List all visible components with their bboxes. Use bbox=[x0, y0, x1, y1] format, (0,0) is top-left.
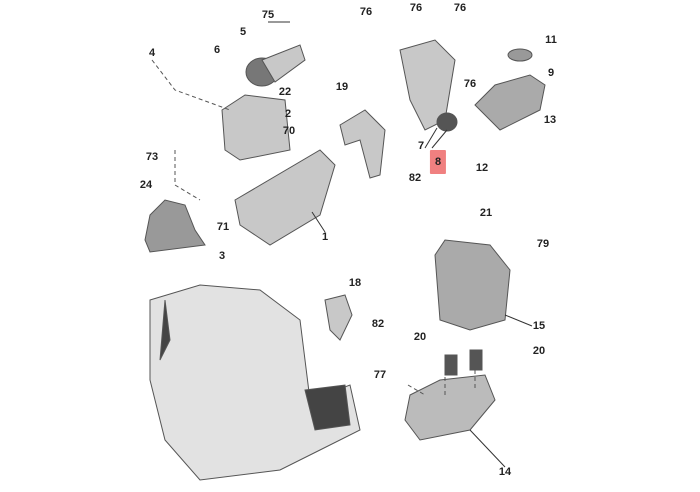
part-9-mount bbox=[474, 74, 546, 131]
part-14-bracket bbox=[404, 374, 496, 441]
callout-1[interactable]: 1 bbox=[321, 231, 329, 243]
callout-12[interactable]: 12 bbox=[475, 162, 489, 174]
callout-75[interactable]: 75 bbox=[261, 9, 275, 21]
callout-73[interactable]: 73 bbox=[145, 151, 159, 163]
callout-3[interactable]: 3 bbox=[218, 250, 226, 262]
callout-14[interactable]: 14 bbox=[498, 466, 512, 478]
part-5-arm bbox=[261, 44, 306, 83]
callout-19[interactable]: 19 bbox=[335, 81, 349, 93]
callout-5[interactable]: 5 bbox=[239, 26, 247, 38]
callout-4[interactable]: 4 bbox=[148, 47, 156, 59]
callout-82[interactable]: 82 bbox=[408, 172, 422, 184]
part-11-cap bbox=[507, 48, 533, 62]
callout-15[interactable]: 15 bbox=[532, 320, 546, 332]
callout-20[interactable]: 20 bbox=[413, 331, 427, 343]
callout-22[interactable]: 22 bbox=[278, 86, 292, 98]
callout-76[interactable]: 76 bbox=[463, 78, 477, 90]
callout-76[interactable]: 76 bbox=[409, 2, 423, 14]
part-2-bracket bbox=[221, 94, 291, 161]
engine-assembly bbox=[149, 284, 361, 481]
callout-24[interactable]: 24 bbox=[139, 179, 153, 191]
callout-7[interactable]: 7 bbox=[417, 140, 425, 152]
part-20b-pad bbox=[469, 349, 483, 371]
part-1-crossmember bbox=[234, 149, 336, 246]
part-8-bushing bbox=[436, 112, 458, 132]
callout-9[interactable]: 9 bbox=[547, 67, 555, 79]
callout-11[interactable]: 11 bbox=[545, 34, 557, 46]
part-19-bracket bbox=[339, 109, 386, 179]
callout-21[interactable]: 21 bbox=[479, 207, 493, 219]
callout-76[interactable]: 76 bbox=[453, 2, 467, 14]
callout-77[interactable]: 77 bbox=[373, 369, 387, 381]
callout-8-highlighted[interactable]: 8 bbox=[429, 150, 447, 174]
callout-71[interactable]: 71 bbox=[216, 221, 230, 233]
part-20a-pad bbox=[444, 354, 458, 376]
callout-79[interactable]: 79 bbox=[536, 238, 550, 250]
callout-82[interactable]: 82 bbox=[371, 318, 385, 330]
part-18-bracket bbox=[324, 294, 353, 341]
callout-18[interactable]: 18 bbox=[348, 277, 362, 289]
callout-70[interactable]: 70 bbox=[282, 125, 296, 137]
callout-6[interactable]: 6 bbox=[213, 44, 221, 56]
callout-13[interactable]: 13 bbox=[543, 114, 557, 126]
part-3-mount bbox=[144, 199, 206, 253]
part-15-mount bbox=[434, 239, 511, 331]
callout-76[interactable]: 76 bbox=[359, 6, 373, 18]
callout-20[interactable]: 20 bbox=[532, 345, 546, 357]
callout-2[interactable]: 2 bbox=[284, 108, 292, 120]
